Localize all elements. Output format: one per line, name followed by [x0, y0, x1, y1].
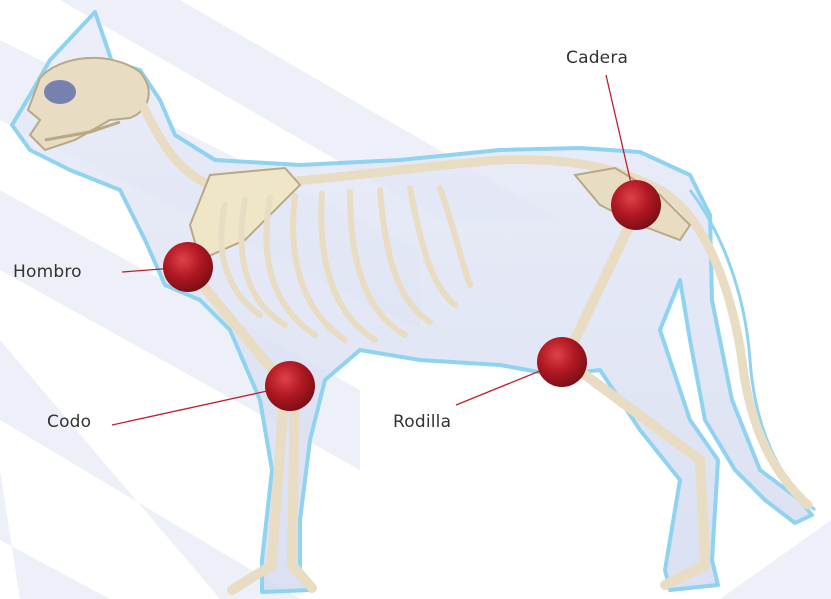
- label-rodilla: Rodilla: [393, 412, 451, 432]
- joint-marker-icon: [265, 361, 315, 411]
- label-codo: Codo: [47, 412, 91, 432]
- joint-marker-icon: [611, 180, 661, 230]
- joint-marker-icon: [537, 337, 587, 387]
- label-cadera: Cadera: [566, 48, 628, 68]
- joint-marker-icon: [163, 242, 213, 292]
- label-hombro: Hombro: [13, 262, 82, 282]
